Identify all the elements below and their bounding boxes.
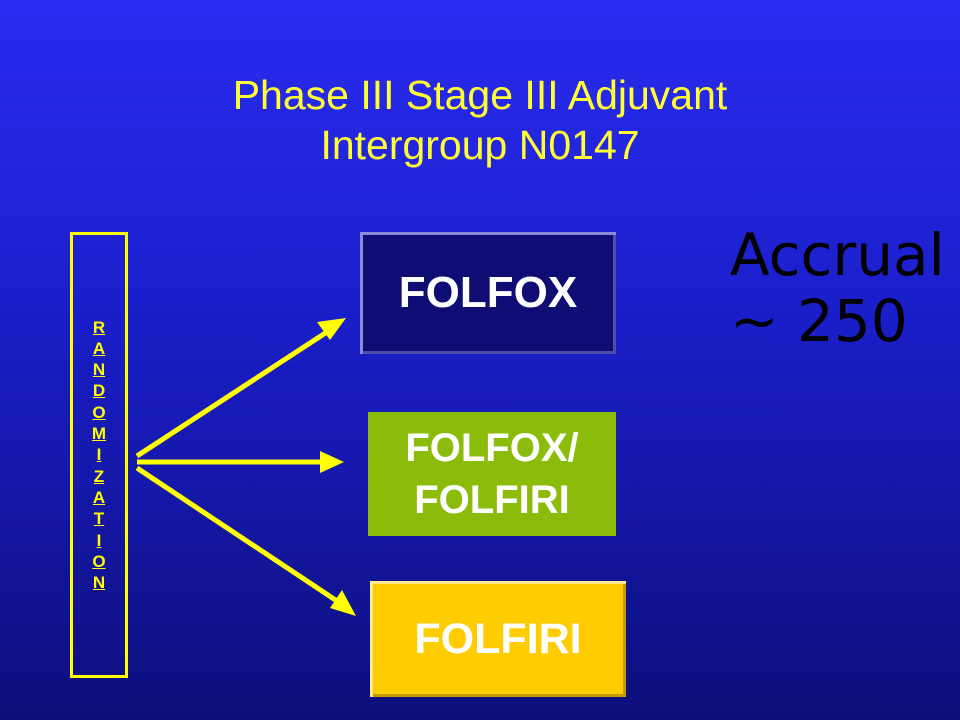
arm-folfiri-box: FOLFIRI <box>370 581 626 697</box>
randomization-letter: N <box>92 573 106 593</box>
randomization-letter: N <box>92 360 106 380</box>
arrowhead-folfox <box>317 318 346 340</box>
arrow-to-folfox <box>135 327 332 459</box>
arrowhead-folfox-folfiri <box>320 451 344 473</box>
arm-folfox-folfiri-label-line-1: FOLFOX/ <box>405 426 579 470</box>
accrual-note: Accrual ~ 250 <box>730 222 945 354</box>
title-line-2: Intergroup N0147 <box>320 122 640 168</box>
randomization-letter: R <box>92 317 106 337</box>
accrual-label: Accrual <box>730 221 945 289</box>
randomization-box: R A N D O M I Z A T I O N <box>70 232 128 678</box>
arm-folfox-box: FOLFOX <box>360 232 616 354</box>
randomization-letter: M <box>91 424 107 444</box>
arrowhead-folfiri <box>330 590 356 616</box>
randomization-letter: I <box>96 530 102 550</box>
randomization-letter: T <box>93 509 105 529</box>
accrual-value: ~ 250 <box>730 287 908 355</box>
slide-title: Phase III Stage III Adjuvant Intergroup … <box>0 70 960 170</box>
arm-folfox-label: FOLFOX <box>398 268 578 317</box>
randomization-letter: O <box>92 402 106 422</box>
title-line-1: Phase III Stage III Adjuvant <box>232 72 728 118</box>
randomization-letter: O <box>92 551 106 571</box>
randomization-letter: D <box>92 381 106 401</box>
randomization-letter: A <box>92 338 106 358</box>
arm-folfiri-label: FOLFIRI <box>414 614 582 663</box>
arrow-to-folfiri <box>135 465 342 606</box>
arm-folfox-folfiri-box: FOLFOX/ FOLFIRI <box>368 412 616 536</box>
randomization-letter: I <box>96 445 102 465</box>
arm-folfox-folfiri-label-line-2: FOLFIRI <box>414 478 570 522</box>
randomization-letter: A <box>92 487 106 507</box>
randomization-letter: Z <box>93 466 105 486</box>
